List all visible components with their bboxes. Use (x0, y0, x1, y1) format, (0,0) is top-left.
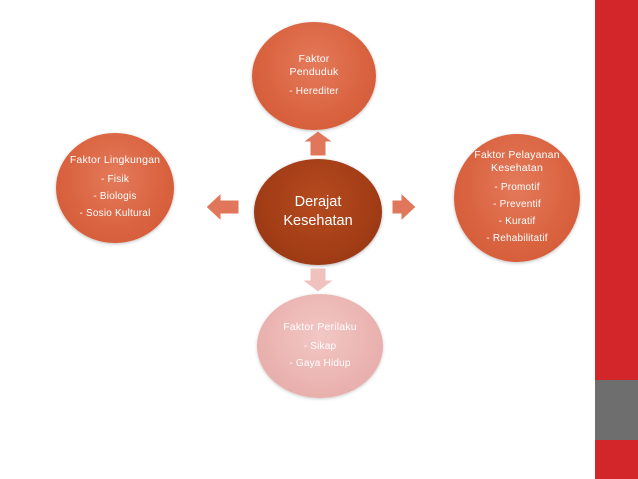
node-title-line: Penduduk (289, 65, 339, 78)
node-item: - Sikap (303, 340, 337, 352)
node-title-line: Kesehatan (490, 162, 543, 174)
node-item: - Biologis (93, 191, 137, 202)
sidebar-gray-segment (595, 380, 638, 440)
node-derajat-kesehatan: Derajat Kesehatan (254, 159, 382, 265)
sidebar-red-segment-bottom (595, 440, 638, 479)
sidebar-accent (595, 0, 638, 479)
arrow-left (205, 191, 240, 223)
arrow-down (300, 267, 336, 293)
node-item: - Gaya Hidup (289, 357, 351, 369)
node-item: - Promotif (494, 182, 540, 193)
node-item: - Herediter (289, 85, 339, 97)
node-faktor-pelayanan-kesehatan: Faktor Pelayanan Kesehatan - Promotif - … (454, 134, 580, 262)
node-title-line: Faktor (298, 52, 330, 65)
arrow-right (391, 191, 417, 223)
node-item: - Rehabilitatif (486, 233, 548, 244)
sidebar-red-segment (595, 0, 638, 380)
arrow-up (301, 130, 335, 157)
node-faktor-perilaku: Faktor Perilaku - Sikap - Gaya Hidup (257, 294, 383, 398)
node-title: Faktor Perilaku (283, 320, 357, 333)
node-title-line: Faktor Pelayanan (474, 149, 560, 161)
node-faktor-penduduk: Faktor Penduduk - Herediter (252, 22, 376, 130)
node-faktor-lingkungan: Faktor Lingkungan - Fisik - Biologis - S… (56, 133, 174, 243)
node-title: Faktor Lingkungan (69, 154, 161, 166)
node-item: - Fisik (100, 174, 130, 185)
node-item: - Kuratif (498, 216, 536, 227)
node-item: - Preventif (493, 199, 541, 210)
center-title-line: Kesehatan (283, 213, 353, 229)
node-item: - Sosio Kultural (79, 208, 151, 219)
center-title-line: Derajat (294, 194, 342, 210)
